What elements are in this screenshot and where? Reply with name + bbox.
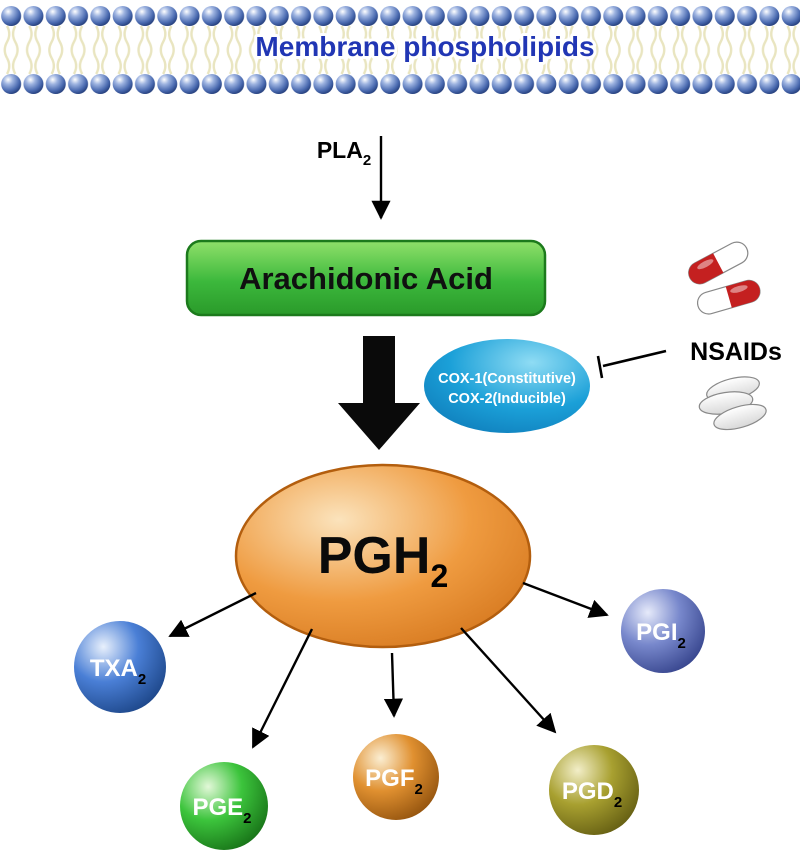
pge2-label: PGE2 [192,794,251,827]
arrow-pgh2-pge2 [251,628,314,749]
cox2-label: COX-2(Inducible) [448,391,566,407]
inhibition-line [596,349,667,379]
arrow-pgh2-txa2 [168,591,257,638]
arrow-pgh2-pgd2 [460,627,557,734]
cox-enzyme-ellipse [424,339,590,433]
membrane-label: Membrane phospholipids [255,31,594,62]
arrow-pgh2-pgi2 [522,581,609,618]
membrane-bilayer-graphic [0,2,800,98]
pgd2-node [549,745,639,835]
pgh2-label: PGH2 [318,527,448,594]
capsule-icon [696,279,761,315]
pgf2-node [353,734,439,820]
pla2-enzyme-label: PLA2 [317,137,371,169]
arachidonic-acid-label: Arachidonic Acid [239,261,493,296]
nsaids-label: NSAIDs [690,338,782,366]
txa2-label: TXA2 [90,655,146,688]
pgf2-label: PGF2 [365,765,423,798]
cox1-label: COX-1(Constitutive) [438,371,576,387]
txa2-node [74,621,166,713]
arachidonic-acid-box [185,239,547,317]
pgi2-label: PGI2 [636,619,686,652]
pgd2-label: PGD2 [562,778,622,811]
arrow-pgh2-pgf2 [383,652,404,718]
pgi2-node [621,589,705,673]
tablet-icon [713,403,767,431]
pge2-node [180,762,268,850]
capsule-icon [688,241,749,285]
cox-reaction-arrow [338,336,420,450]
pgh2-node [234,463,532,649]
